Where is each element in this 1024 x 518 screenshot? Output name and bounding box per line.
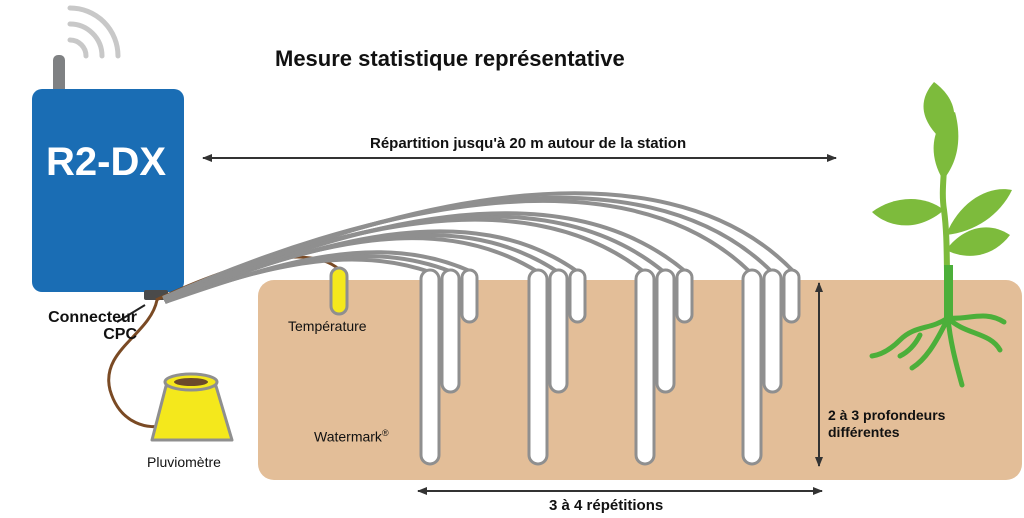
r2-dx-station (32, 89, 184, 292)
depths-label-line2: différentes (828, 424, 900, 440)
watermark-text: Watermark (314, 428, 382, 445)
rain-gauge-label: Pluviomètre (147, 454, 221, 470)
plant-icon (869, 82, 1012, 388)
probe-g4-mid (762, 268, 783, 394)
depths-label-line1: 2 à 3 profondeurs (828, 407, 946, 423)
antenna-icon (53, 55, 65, 95)
device-name: R2-DX (46, 140, 167, 184)
watermark-label: Watermark® (314, 428, 389, 445)
probe-g2-mid (548, 268, 569, 394)
temperature-sensor-icon (329, 266, 349, 316)
connector-label-line2: CPC (103, 326, 137, 343)
probe-g1-deep (419, 268, 441, 466)
probe-g1-shallow (460, 268, 479, 324)
wifi-signal-icon (67, 5, 121, 59)
probe-g3-mid (655, 268, 676, 394)
connector-label-line1: Connecteur (48, 309, 137, 326)
page-title: Mesure statistique représentative (275, 46, 625, 71)
sensor-cable-bundle (162, 191, 796, 304)
probe-g2-deep (527, 268, 549, 466)
spread-label: Répartition jusqu'à 20 m autour de la st… (370, 135, 687, 152)
probe-g1-mid (440, 268, 461, 394)
registered-mark: ® (381, 428, 389, 438)
probe-g2-shallow (568, 268, 587, 324)
probe-g3-deep (634, 268, 656, 466)
repetitions-label: 3 à 4 répétitions (549, 497, 664, 514)
rain-gauge-cable (107, 299, 166, 429)
watermark-probes (419, 268, 801, 466)
rain-gauge-icon (150, 372, 234, 442)
probe-g4-shallow (782, 268, 801, 324)
probe-g4-deep (741, 268, 763, 466)
probe-g3-shallow (675, 268, 694, 324)
temperature-label: Température (288, 318, 367, 334)
connector-pointer (116, 304, 146, 323)
